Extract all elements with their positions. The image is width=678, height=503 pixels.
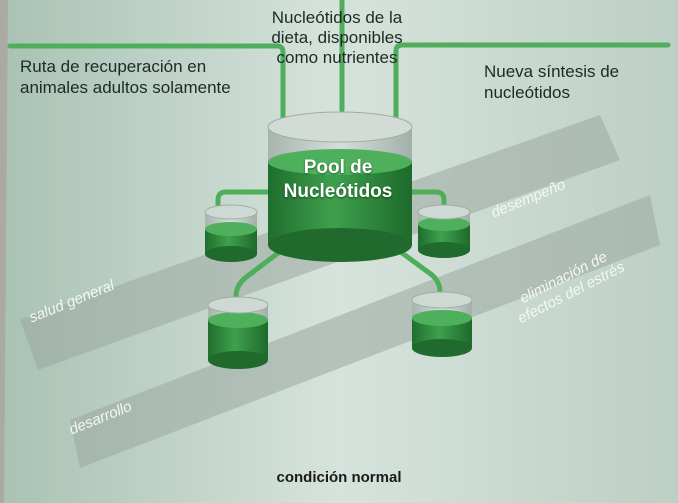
pool-label: Pool de Nucleótidos bbox=[283, 157, 393, 202]
input-pipe-right bbox=[393, 42, 671, 123]
left-edge-texture bbox=[0, 0, 8, 503]
pool-tank bbox=[267, 111, 413, 262]
cup-desarrollo bbox=[207, 296, 269, 369]
input-pipe-left bbox=[7, 43, 286, 123]
cup-salud bbox=[204, 204, 258, 262]
cup-estres bbox=[411, 291, 473, 357]
output-pipe-desempeno bbox=[400, 189, 447, 222]
cup-desempeno bbox=[417, 204, 471, 258]
band-desarrollo-estres bbox=[70, 195, 660, 468]
output-pipe-desarrollo bbox=[233, 248, 284, 318]
output-pipe-salud bbox=[215, 189, 278, 222]
condition-label: condición normal bbox=[276, 469, 402, 486]
input-label-salvage: Ruta de recuperación en animales adultos… bbox=[20, 57, 231, 97]
input-label-diet: Nucleótidos de la dieta, disponibles com… bbox=[271, 8, 403, 67]
input-label-synthesis: Nueva síntesis de nucleótidos bbox=[484, 62, 620, 102]
